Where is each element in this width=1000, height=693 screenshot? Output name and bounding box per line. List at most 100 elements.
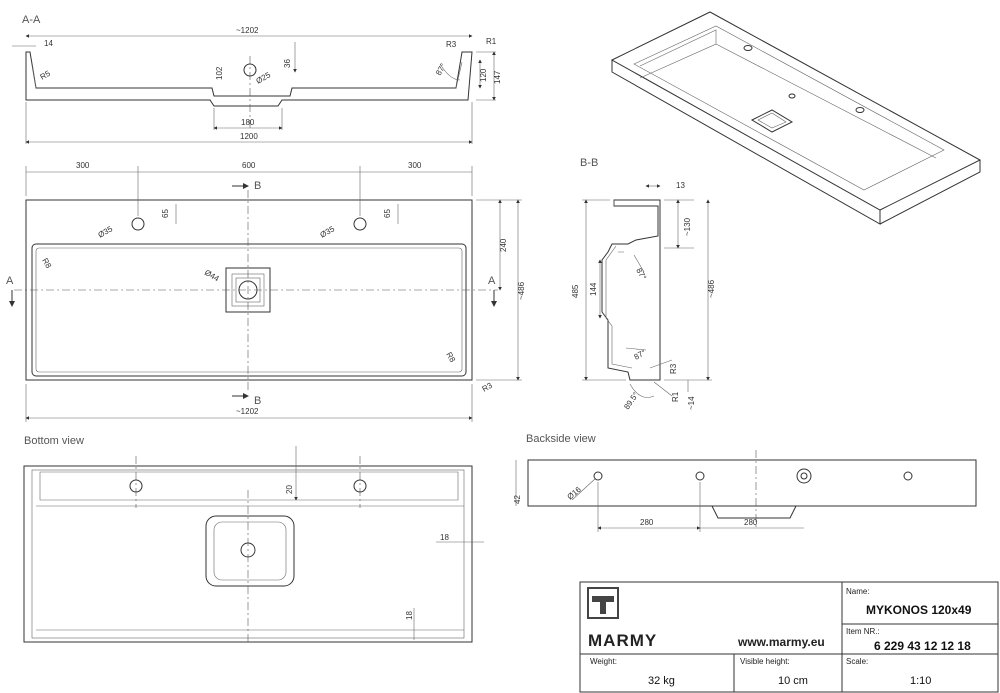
section-aa-inner: [31, 61, 463, 89]
tap-hole-right: [353, 217, 367, 231]
backside-outline: [527, 459, 977, 507]
iso-drain-inner: [757, 112, 787, 129]
title-block-frame: [579, 581, 999, 693]
dim-hole-offset-right: 65: [383, 209, 392, 218]
dim-spacing-left: 300: [76, 161, 90, 170]
dim-depth-486: ~486: [517, 281, 526, 300]
backside-hole-1: [593, 471, 603, 481]
dim-radius-right: R8: [444, 351, 457, 365]
dim-aa-height-147: 147: [493, 70, 502, 84]
isometric-view: [610, 11, 982, 225]
bottom-view-lines: [36, 505, 464, 631]
brand-logo-icon: [587, 587, 619, 619]
dim-hole-left-dia: Ø35: [97, 224, 115, 240]
section-aa-view: A-A ~1202 14 R5 102 36 Ø25 R3 R1 87° 120…: [12, 14, 502, 144]
iso-top-face: [610, 11, 982, 211]
dim-corner-radius: R3: [481, 381, 495, 394]
iso-tap-hole-right: [855, 107, 865, 113]
weight-label: Weight:: [590, 657, 617, 666]
title-block: MARMY www.marmy.eu Name: MYKONOS 120x49 …: [579, 581, 999, 693]
dim-bottom-20: 20: [285, 485, 294, 494]
dim-bb-radius-r1: R1: [671, 391, 680, 402]
dim-aa-angle-arc: [439, 63, 461, 81]
top-view-basin-inner: [35, 247, 463, 373]
marker-a-left: A: [6, 275, 14, 287]
dim-aa-angle: 87°: [434, 62, 448, 77]
section-bb-outline: [601, 199, 661, 381]
backside-outlet: [711, 505, 797, 519]
brand-name: MARMY: [588, 631, 657, 650]
dim-bb-depth-486: ~486: [707, 279, 716, 298]
visible-height-label: Visible height:: [740, 657, 790, 666]
section-bb-inner: [605, 200, 647, 369]
bottom-view-ledge: [39, 471, 459, 501]
dim-hole-right-dia: Ø35: [319, 224, 337, 240]
dim-bb-depth-130: ~130: [683, 217, 692, 236]
dim-aa-outlet-width: 180: [241, 118, 255, 127]
dim-backside-hole-dia: Ø16: [566, 485, 584, 502]
dim-backside-spacing-b: 280: [744, 518, 758, 527]
scale-label: Scale:: [846, 657, 868, 666]
dim-bb-top-13: 13: [676, 181, 685, 190]
backside-view: Backside view 42 Ø16 280 280: [513, 433, 977, 532]
iso-overflow: [788, 93, 796, 99]
top-view: B B A A 300 600 300 65 65 Ø35 Ø35 Ø44 R8…: [6, 161, 526, 422]
name-label: Name:: [846, 587, 870, 596]
section-bb-angle-line: [633, 254, 645, 273]
marker-b-top: B: [254, 180, 261, 192]
backside-view-label: Backside view: [526, 433, 596, 445]
bottom-view-label: Bottom view: [24, 435, 84, 447]
weight-value: 32 kg: [648, 675, 675, 687]
dim-bottom-18b: 18: [405, 611, 414, 620]
iso-front-face: [611, 60, 881, 225]
dim-bb-angle-arc: [629, 383, 655, 398]
dim-hole-offset-left: 65: [161, 209, 170, 218]
dim-backside-dia-leader: [571, 477, 597, 501]
bottom-drain-inner: [213, 521, 287, 581]
section-bb-view: B-B 13 ~130 ~486 485 144 87° 87° 89.5° R…: [571, 157, 716, 411]
dim-bottom-18a: 18: [440, 533, 449, 542]
dim-aa-overall-width: ~1202: [236, 26, 259, 35]
section-aa-outline: [25, 51, 473, 107]
dim-bb-angle-87a: 87°: [634, 267, 648, 282]
iso-basin-floor-line: [715, 43, 937, 159]
dim-bb-r1-leader: [653, 381, 673, 397]
marker-b-bottom: B: [254, 395, 261, 407]
dim-depth-240: 240: [499, 238, 508, 252]
dim-aa-radius-edge: R1: [486, 37, 497, 46]
bottom-drain-box: [205, 515, 295, 587]
bottom-view: Bottom view 20 18 18: [23, 435, 484, 644]
backside-hole-2: [695, 471, 705, 481]
dim-bb-r3-leader: [649, 359, 673, 369]
iso-tap-hole-left: [743, 45, 753, 51]
dim-aa-height-36: 36: [283, 59, 292, 68]
dim-spacing-right: 300: [408, 161, 422, 170]
tap-hole-left: [131, 217, 145, 231]
dim-backside-spacing-a: 280: [640, 518, 654, 527]
dim-aa-height-102: 102: [215, 66, 224, 80]
dim-aa-radius-left: R5: [39, 69, 53, 82]
dim-aa-height-120: 120: [479, 68, 488, 82]
dim-aa-base-width: 1200: [240, 132, 258, 141]
scale-value: 1:10: [910, 675, 931, 687]
top-view-basin: [31, 243, 467, 377]
iso-basin-rim: [633, 25, 945, 191]
section-bb-label: B-B: [580, 157, 598, 169]
backside-hole-3: [903, 471, 913, 481]
dim-bb-depth-14: ~14: [687, 396, 696, 410]
iso-drain: [750, 109, 794, 133]
backside-overflow: [796, 468, 812, 484]
section-aa-label: A-A: [22, 14, 41, 26]
backside-overflow-inner: [800, 472, 808, 480]
iso-basin-wall: [639, 29, 717, 79]
dim-backside-42: 42: [513, 495, 522, 504]
dim-bb-radius-r3: R3: [669, 363, 678, 374]
dim-spacing-mid: 600: [242, 161, 256, 170]
dim-aa-overflow-dia: Ø25: [255, 70, 273, 86]
dim-bb-height-144: 144: [589, 282, 598, 296]
item-value: 6 229 43 12 12 18: [874, 639, 971, 653]
dim-aa-offset-left: 14: [44, 39, 53, 48]
dim-radius-left: R8: [40, 257, 53, 271]
website: www.marmy.eu: [737, 635, 825, 649]
